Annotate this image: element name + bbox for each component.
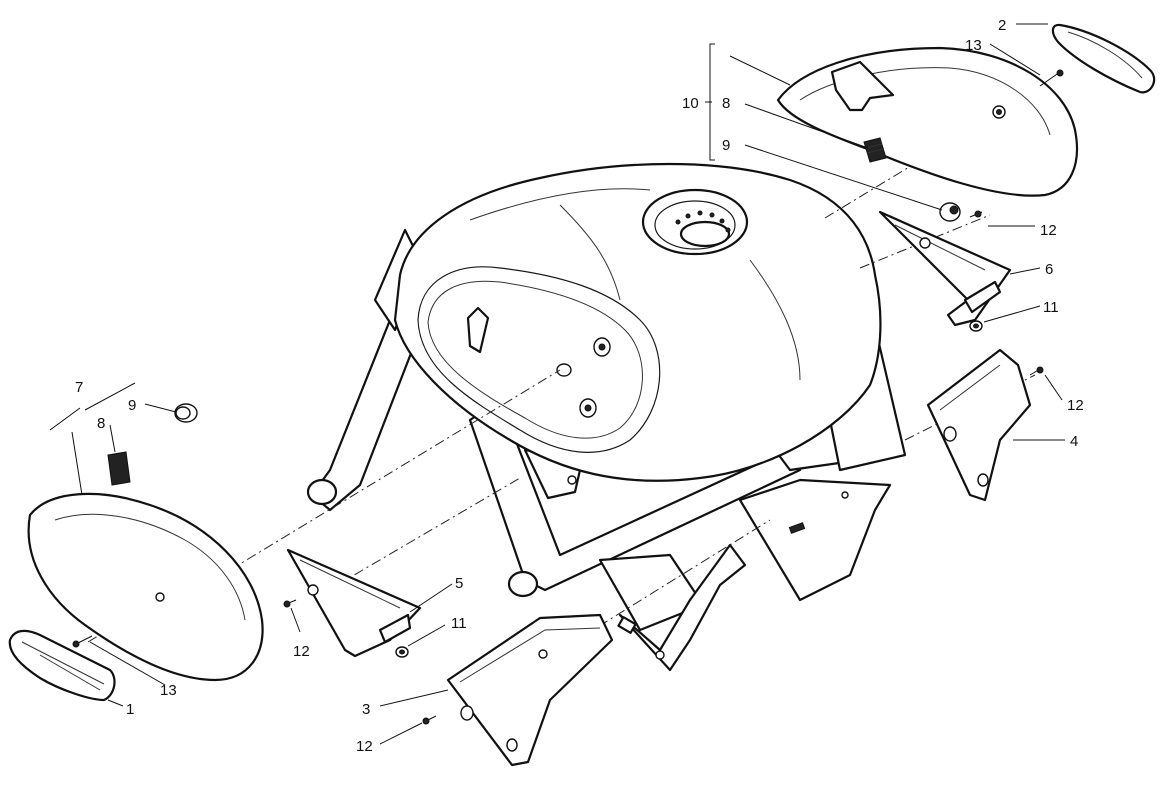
- part-6-right-upper-bracket: [878, 210, 1012, 327]
- part-13-left-screw: [72, 635, 93, 648]
- part-3-left-lower-bracket: [446, 613, 614, 767]
- callout-11-left: 11: [451, 615, 467, 632]
- part-12-screw-left-lower: [422, 715, 437, 725]
- leader-lines: [49, 23, 1065, 745]
- part-7-left-side-cover: [27, 492, 264, 682]
- callout-9-left: 9: [128, 397, 136, 414]
- callout-10: 10: [682, 95, 699, 112]
- callout-12-upper-right: 12: [1040, 222, 1057, 239]
- callout-13-right: 13: [965, 37, 982, 54]
- part-1-left-badge: [8, 629, 116, 702]
- callout-1: 1: [126, 701, 134, 718]
- callout-8-right: 8: [722, 95, 730, 112]
- callout-4: 4: [1070, 433, 1078, 450]
- part-5-left-upper-bracket: [286, 548, 422, 658]
- callout-12-right: 12: [1067, 397, 1084, 414]
- callout-labels: 2 13 10 8 9 12 6 11 12 4 7 9 8 13 1 5 11…: [75, 17, 1084, 755]
- part-9-right-grommet: [939, 202, 961, 222]
- callout-7: 7: [75, 379, 83, 396]
- part-12-screw-upper-right: [969, 210, 983, 218]
- callout-6: 6: [1045, 261, 1053, 278]
- fuel-tank: [393, 162, 882, 482]
- part-2-right-badge: [1051, 23, 1156, 94]
- part-9-left-grommet: [174, 403, 198, 423]
- callout-3: 3: [362, 701, 370, 718]
- callout-11-right: 11: [1043, 299, 1059, 316]
- callout-9-right: 9: [722, 137, 730, 154]
- part-13-right-screw: [1039, 69, 1064, 87]
- callout-8-left: 8: [97, 415, 105, 432]
- callout-2: 2: [998, 17, 1006, 34]
- part-10-right-side-cover: [776, 46, 1079, 197]
- callout-12-left-upper: 12: [293, 643, 310, 660]
- part-11-nut-left: [395, 646, 409, 658]
- callout-5: 5: [455, 575, 463, 592]
- part-12-screw-right: [1029, 366, 1044, 376]
- callout-13-left: 13: [160, 682, 177, 699]
- part-12-screw-left-upper: [283, 599, 297, 608]
- part-4-right-lower-bracket: [926, 348, 1032, 502]
- part-11-nut-right: [969, 320, 983, 332]
- part-8-left-decal: [107, 451, 131, 486]
- callout-12-left-lower: 12: [356, 738, 373, 755]
